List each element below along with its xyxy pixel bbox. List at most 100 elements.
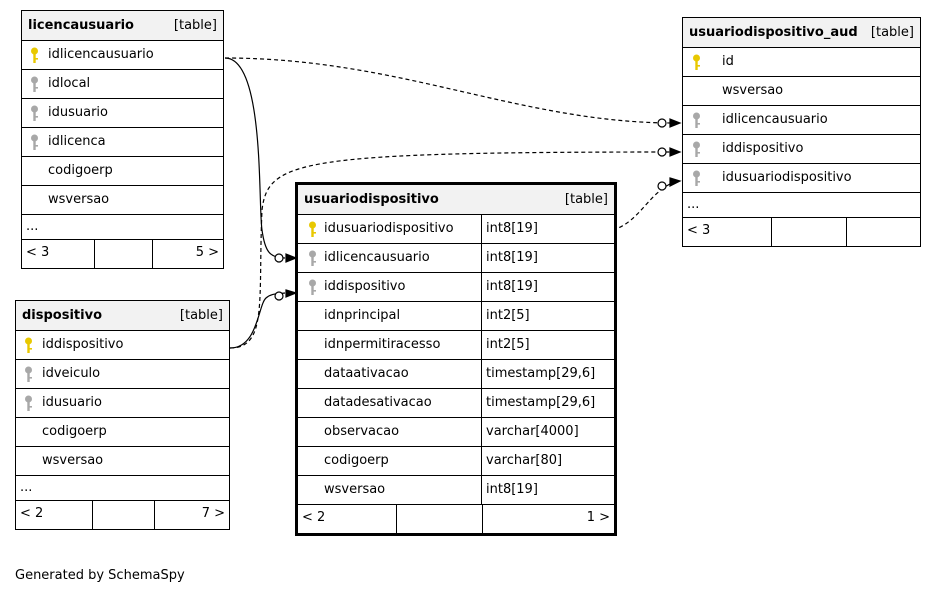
column-name: id bbox=[722, 54, 734, 69]
column-type: int8[19] bbox=[486, 279, 538, 294]
column-row[interactable]: idlocal bbox=[22, 70, 223, 99]
column-row[interactable]: idusuariodispositivo int8[19] bbox=[298, 215, 614, 244]
parents-link[interactable]: < 3 bbox=[687, 223, 711, 238]
column-row[interactable]: idusuario bbox=[22, 99, 223, 128]
table-tag: [table] bbox=[179, 308, 223, 323]
children-link[interactable]: 5 > bbox=[152, 240, 223, 268]
column-name: idlicencausuario bbox=[324, 250, 430, 265]
column-row[interactable]: wsversao int8[19] bbox=[298, 476, 614, 505]
table-header: usuariodispositivo [table] bbox=[298, 185, 614, 215]
column-name: idnprincipal bbox=[324, 308, 401, 323]
column-name: wsversao bbox=[324, 482, 386, 497]
table-tag: [table] bbox=[870, 25, 914, 40]
optional-marker bbox=[274, 253, 284, 263]
relationship-line-licencausuario-to-aud bbox=[224, 57, 675, 124]
column-row[interactable]: idlicencausuario bbox=[683, 106, 920, 135]
table-name: dispositivo bbox=[22, 308, 103, 323]
table-footer: < 2 1 > bbox=[298, 505, 614, 533]
column-name: idusuariodispositivo bbox=[324, 221, 454, 236]
column-row[interactable]: iddispositivo bbox=[683, 135, 920, 164]
column-row[interactable]: datadesativacao timestamp[29,6] bbox=[298, 389, 614, 418]
column-row[interactable]: idnpermitiracesso int2[5] bbox=[298, 331, 614, 360]
column-type: int8[19] bbox=[486, 482, 538, 497]
column-row[interactable]: idnprincipal int2[5] bbox=[298, 302, 614, 331]
column-row[interactable]: codigoerp bbox=[16, 418, 229, 447]
foreign-key-icon bbox=[308, 250, 317, 267]
column-row[interactable]: idlicencausuario bbox=[22, 41, 223, 70]
column-row[interactable]: wsversao bbox=[683, 77, 920, 106]
column-type: int8[19] bbox=[486, 221, 538, 236]
column-type: timestamp[29,6] bbox=[486, 395, 596, 410]
table-name: usuariodispositivo_aud bbox=[689, 25, 858, 40]
primary-key-icon bbox=[692, 54, 701, 71]
column-type: int2[5] bbox=[486, 337, 530, 352]
table-name: licencausuario bbox=[28, 18, 134, 33]
optional-marker bbox=[274, 291, 284, 301]
table-header: licencausuario [table] bbox=[22, 11, 223, 41]
column-name: idusuario bbox=[42, 395, 102, 410]
table-header: usuariodispositivo_aud [table] bbox=[683, 18, 920, 48]
more-columns: ... bbox=[22, 215, 223, 240]
column-type: timestamp[29,6] bbox=[486, 366, 596, 381]
optional-marker bbox=[657, 147, 667, 157]
footer-spacer bbox=[846, 218, 920, 246]
column-name: idnpermitiracesso bbox=[324, 337, 441, 352]
foreign-key-icon bbox=[692, 170, 701, 187]
column-name: idlicencausuario bbox=[48, 47, 154, 62]
column-row[interactable]: wsversao bbox=[22, 186, 223, 215]
column-name: iddispositivo bbox=[42, 337, 124, 352]
table-licencausuario[interactable]: licencausuario [table] idlicencausuario i… bbox=[21, 10, 224, 269]
column-row[interactable]: idlicenca bbox=[22, 128, 223, 157]
parents-link[interactable]: < 2 bbox=[302, 510, 326, 525]
column-name: iddispositivo bbox=[722, 141, 804, 156]
crowfoot-markers bbox=[274, 118, 667, 301]
children-link[interactable]: 7 > bbox=[154, 501, 229, 529]
primary-key-icon bbox=[308, 221, 317, 238]
column-name: wsversao bbox=[42, 453, 104, 468]
footer-spacer bbox=[396, 505, 482, 533]
crowfoot-arrows bbox=[285, 118, 682, 298]
column-name: wsversao bbox=[722, 83, 784, 98]
column-type: int2[5] bbox=[486, 308, 530, 323]
parents-link[interactable]: < 2 bbox=[20, 506, 44, 521]
column-name: idusuariodispositivo bbox=[722, 170, 852, 185]
table-footer: < 3 5 > bbox=[22, 240, 223, 268]
more-columns: ... bbox=[16, 476, 229, 501]
footer-spacer bbox=[771, 218, 846, 246]
foreign-key-icon bbox=[24, 395, 33, 412]
foreign-key-icon bbox=[692, 141, 701, 158]
column-name: idlicenca bbox=[48, 134, 106, 149]
table-usuariodispositivo[interactable]: usuariodispositivo [table] idusuariodisp… bbox=[295, 182, 617, 536]
footer-spacer bbox=[92, 501, 154, 529]
column-name: wsversao bbox=[48, 192, 110, 207]
table-usuariodispositivo-aud[interactable]: usuariodispositivo_aud [table] id wsversa… bbox=[682, 17, 921, 247]
table-header: dispositivo [table] bbox=[16, 301, 229, 331]
column-row[interactable]: idveiculo bbox=[16, 360, 229, 389]
column-row[interactable]: wsversao bbox=[16, 447, 229, 476]
table-dispositivo[interactable]: dispositivo [table] iddispositivo idveicu… bbox=[15, 300, 230, 530]
parents-link[interactable]: < 3 bbox=[26, 245, 50, 260]
column-name: iddispositivo bbox=[324, 279, 406, 294]
column-row[interactable]: codigoerp bbox=[22, 157, 223, 186]
table-tag: [table] bbox=[173, 18, 217, 33]
footer-spacer bbox=[94, 240, 152, 268]
column-row[interactable]: iddispositivo int8[19] bbox=[298, 273, 614, 302]
foreign-key-icon bbox=[692, 112, 701, 129]
foreign-key-icon bbox=[308, 279, 317, 296]
children-link[interactable]: 1 > bbox=[482, 505, 614, 533]
column-row[interactable]: idusuariodispositivo bbox=[683, 164, 920, 193]
column-row[interactable]: iddispositivo bbox=[16, 331, 229, 360]
column-name: datadesativacao bbox=[324, 395, 432, 410]
column-type: int8[19] bbox=[486, 250, 538, 265]
column-row[interactable]: idusuario bbox=[16, 389, 229, 418]
column-name: idlicencausuario bbox=[722, 112, 828, 127]
column-name: codigoerp bbox=[324, 453, 389, 468]
column-row[interactable]: idlicencausuario int8[19] bbox=[298, 244, 614, 273]
column-row[interactable]: id bbox=[683, 48, 920, 77]
foreign-key-icon bbox=[24, 366, 33, 383]
foreign-key-icon bbox=[30, 105, 39, 122]
